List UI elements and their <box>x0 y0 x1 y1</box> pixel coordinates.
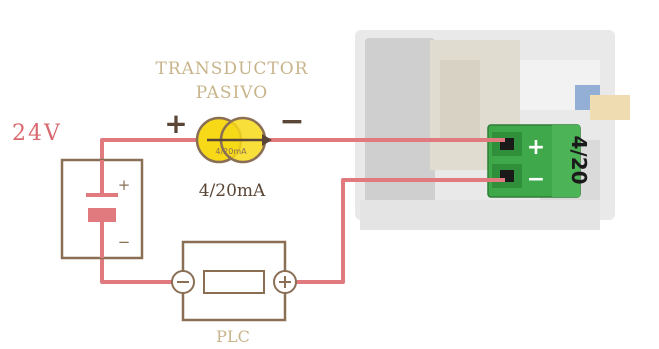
transducer-minus-sign: − <box>279 104 304 139</box>
battery-plus-label: + <box>118 176 131 194</box>
power-supply: + − <box>60 158 144 260</box>
wire-plc-to-terminal-minus <box>296 178 505 284</box>
device-module <box>355 30 630 230</box>
battery-minus-label: − <box>118 233 131 251</box>
transducer: 4/20mA <box>195 116 272 164</box>
terminal-minus-label: − <box>527 167 545 192</box>
transducer-plus-sign: + <box>164 107 187 140</box>
transducer-title-line2: PASIVO <box>196 83 268 103</box>
transducer-inner-label: 4/20mA <box>215 147 247 156</box>
transducer-title-line1: TRANSDUCTOR <box>156 59 309 79</box>
plc-label: PLC <box>216 327 250 346</box>
terminal-plus-label: + <box>527 135 545 160</box>
terminal-block: + − 4/20 <box>487 124 591 198</box>
module-range-label: 4/20 <box>567 135 591 184</box>
supply-voltage-label: 24V <box>12 121 62 146</box>
plc-unit <box>171 240 297 322</box>
current-range-label: 4/20mA <box>199 181 266 201</box>
wire-supply-negative <box>100 258 172 284</box>
